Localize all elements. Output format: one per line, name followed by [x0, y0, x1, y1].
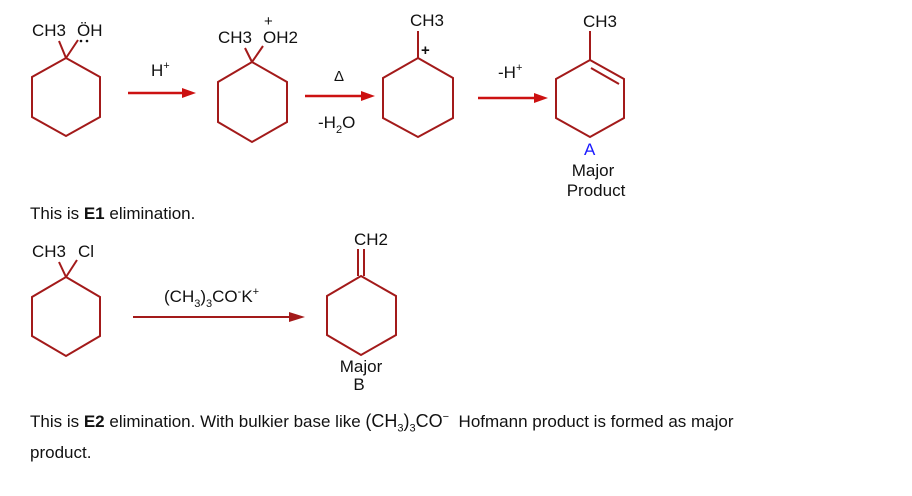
reagent-potassium-tert-butoxide: (CH3)3CO-K+: [164, 286, 259, 310]
product-a: CH3 A Major Product: [555, 12, 626, 200]
product-label: Product: [567, 181, 626, 200]
cyclohexane-ring: [31, 56, 101, 138]
methyl-label: CH3: [32, 21, 66, 40]
product-letter-b: B: [353, 375, 364, 394]
cyclohexene-ring: [555, 58, 625, 139]
tert-butoxide-formula: (CH3)3CO−: [365, 411, 450, 435]
carbocation: CH3 +: [382, 11, 454, 139]
minus-water: -H2O: [318, 113, 355, 136]
heat-symbol: Δ: [334, 68, 344, 85]
major-label: Major: [340, 357, 383, 376]
caption-e2: This is E2 elimination. With bulkier bas…: [30, 411, 734, 435]
reactant-1-methylcyclohexanol: CH3 ÖH: [31, 21, 103, 138]
positive-charge: +: [264, 13, 273, 30]
caption-e2-continued: product.: [30, 443, 92, 462]
methylene-label: CH2: [354, 230, 388, 249]
cyclohexane-ring: [31, 275, 101, 358]
methyl-label: CH3: [32, 242, 66, 261]
protonated-alcohol: CH3 OH2 +: [217, 13, 298, 144]
cyclohexane-ring: [217, 60, 288, 144]
chloro-label: Cl: [78, 242, 94, 261]
methyl-label: CH3: [583, 12, 617, 31]
reagent-h-plus: H+: [151, 60, 170, 80]
positive-charge: +: [421, 42, 430, 59]
product-b: CH2 Major B: [326, 230, 397, 394]
major-label: Major: [572, 161, 615, 180]
product-letter-a: A: [584, 140, 596, 159]
reagent-minus-h-plus: -H+: [498, 62, 522, 82]
cyclohexane-ring: [382, 56, 454, 139]
methyl-label: CH3: [410, 11, 444, 30]
caption-e1: This is E1 elimination.: [30, 204, 196, 223]
reactant-1-chloro-1-methylcyclohexane: CH3 Cl: [31, 242, 101, 358]
cyclohexane-ring: [326, 274, 397, 357]
methyl-label: CH3: [218, 28, 252, 47]
hydroxyl-label: ÖH: [77, 21, 103, 40]
oxonium-label: OH2: [263, 28, 298, 47]
